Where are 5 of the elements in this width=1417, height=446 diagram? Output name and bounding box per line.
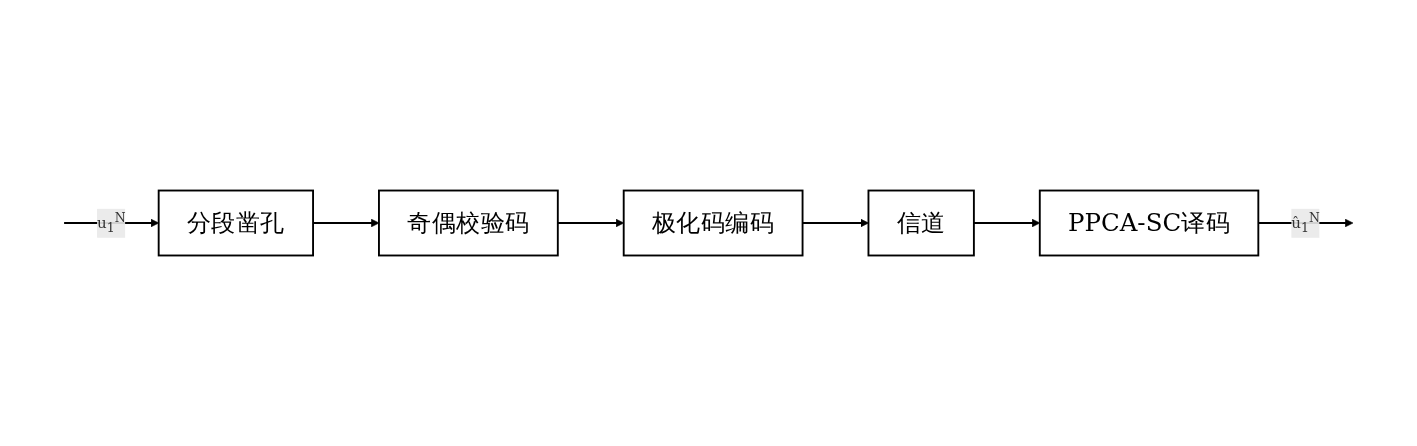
node-box: 奇偶校验码 xyxy=(378,189,559,257)
node-box: PPCA-SC译码 xyxy=(1038,189,1260,257)
node-box: 极化码编码 xyxy=(622,189,804,257)
node-box: 分段凿孔 xyxy=(157,189,314,257)
node-box: 信道 xyxy=(867,189,975,257)
